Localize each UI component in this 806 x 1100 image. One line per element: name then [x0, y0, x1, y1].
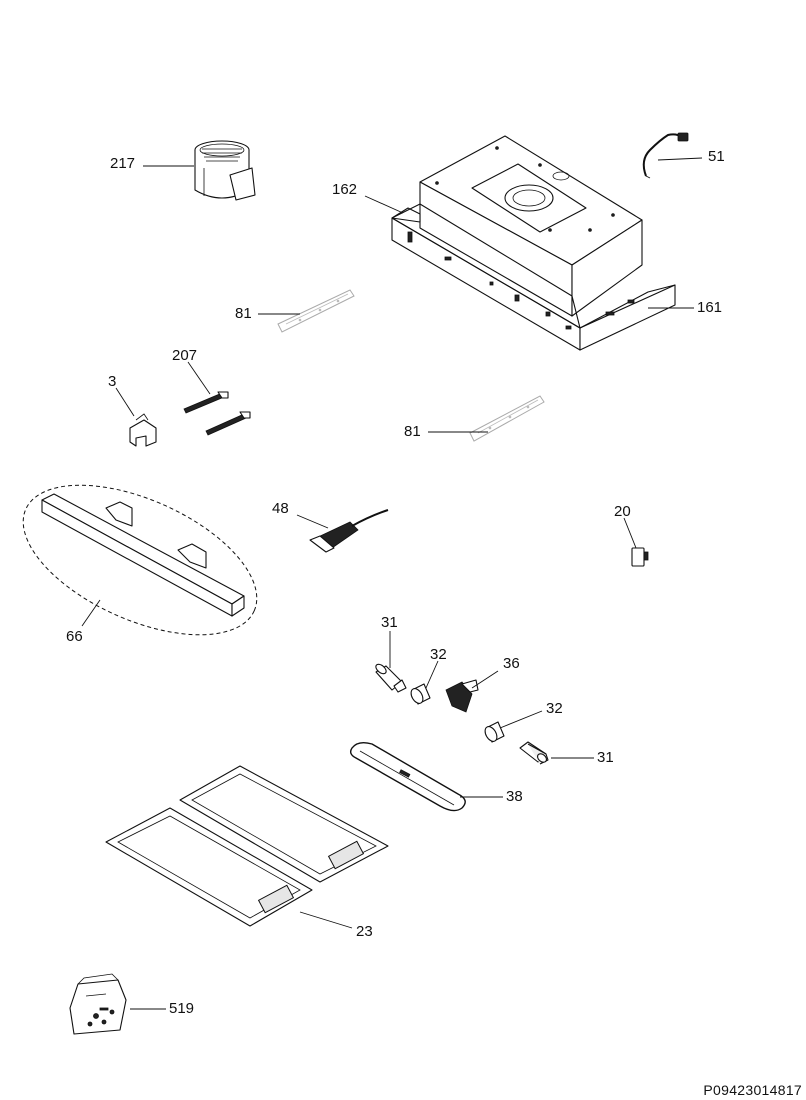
part-31-lamp-right[interactable] [519, 741, 549, 765]
part-519-screw-bag[interactable] [69, 973, 127, 1035]
label-519: 519 [169, 1000, 194, 1017]
part-81-rail-lower[interactable] [469, 395, 545, 442]
label-32-left: 32 [430, 646, 447, 663]
label-38: 38 [506, 788, 523, 805]
part-51-cable[interactable] [642, 132, 689, 179]
label-48: 48 [272, 500, 289, 517]
part-32-lampholder-right[interactable] [483, 721, 505, 743]
part-3-bracket[interactable] [129, 413, 157, 447]
part-162-hood-body[interactable] [419, 135, 643, 317]
label-217: 217 [110, 155, 135, 172]
part-48-connector[interactable] [309, 509, 389, 553]
label-3: 3 [108, 373, 116, 390]
part-81-rail-upper[interactable] [277, 289, 355, 333]
label-20: 20 [614, 503, 631, 520]
document-code: P09423014817 [703, 1082, 802, 1098]
part-23-grease-filters[interactable] [105, 765, 389, 927]
label-23: 23 [356, 923, 373, 940]
label-66: 66 [66, 628, 83, 645]
part-36-lamp-bracket[interactable] [445, 679, 479, 713]
part-161-front-panel[interactable] [391, 203, 676, 351]
part-207-clips[interactable] [183, 391, 251, 436]
part-217-duct-connector[interactable] [194, 140, 256, 201]
part-31-lamp-left[interactable] [374, 662, 407, 693]
label-161: 161 [697, 299, 722, 316]
label-162: 162 [332, 181, 357, 198]
part-38-lamp-cover[interactable] [349, 741, 466, 812]
label-81-upper: 81 [235, 305, 252, 322]
part-20-switch[interactable] [631, 547, 649, 567]
part-32-lampholder-left[interactable] [409, 683, 431, 705]
label-207: 207 [172, 347, 197, 364]
part-66-front-bar-kit[interactable] [1, 454, 278, 665]
label-31-right: 31 [597, 749, 614, 766]
label-51: 51 [708, 148, 725, 165]
label-32-right: 32 [546, 700, 563, 717]
label-81-lower: 81 [404, 423, 421, 440]
label-36: 36 [503, 655, 520, 672]
label-31-left: 31 [381, 614, 398, 631]
